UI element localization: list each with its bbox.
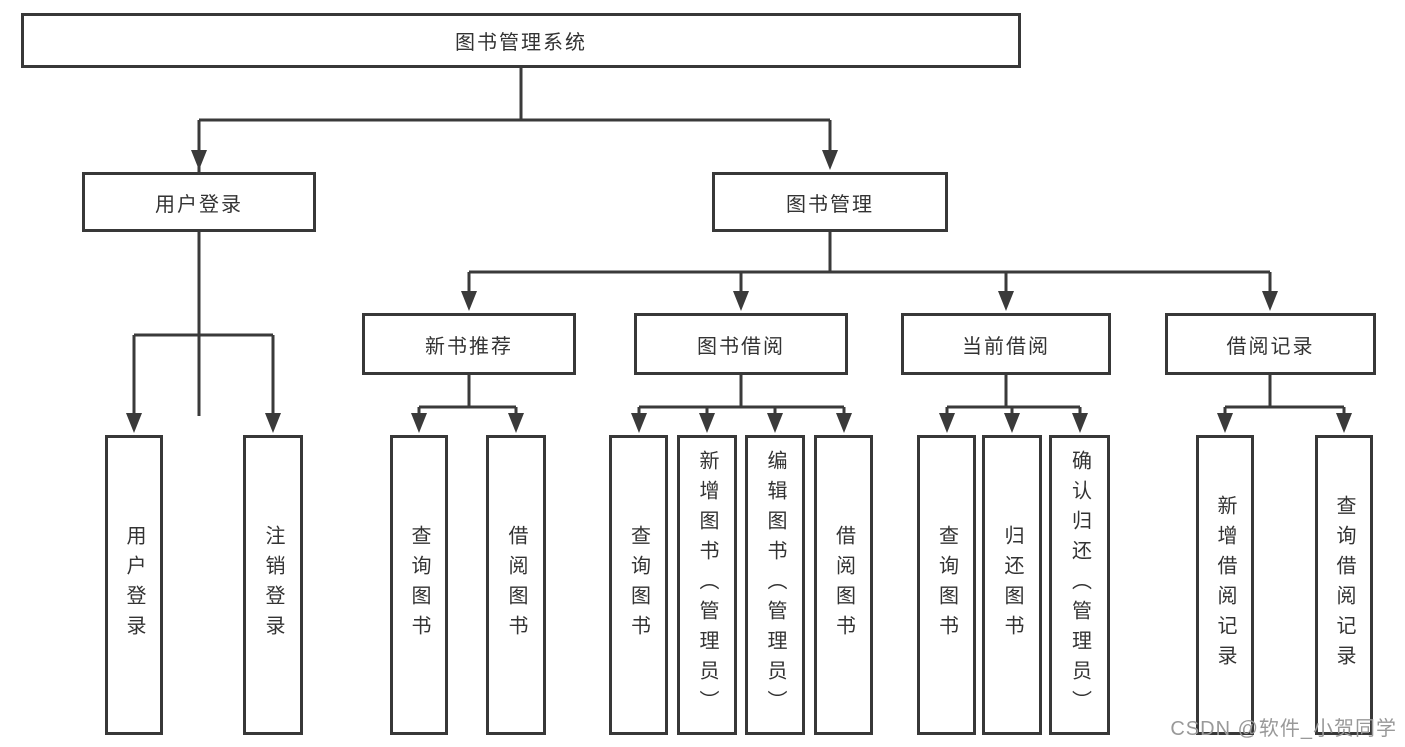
leaf-label: 归还图书: [1001, 525, 1023, 645]
node-leaf-add-borrow-record: 新增借阅记录: [1196, 435, 1254, 735]
csdn-watermark: CSDN @软件_小贺同学: [1170, 718, 1397, 740]
node-leaf-query-books-1: 查询图书: [390, 435, 448, 735]
node-leaf-query-books-3: 查询图书: [917, 435, 976, 735]
leaf-label: 新增图书（管理员）: [696, 450, 718, 720]
node-leaf-return-books: 归还图书: [982, 435, 1042, 735]
leaf-label: 查询图书: [627, 525, 650, 645]
node-book-borrowing: 图书借阅: [634, 313, 848, 375]
leaf-label: 新增借阅记录: [1214, 495, 1236, 675]
arrowheads: [126, 150, 1352, 433]
node-book-management: 图书管理: [712, 172, 948, 232]
node-leaf-query-books-2: 查询图书: [609, 435, 668, 735]
node-leaf-logout: 注销登录: [243, 435, 303, 735]
leaf-label: 查询图书: [935, 525, 958, 645]
node-leaf-confirm-return-admin: 确认归还（管理员）: [1049, 435, 1110, 735]
node-leaf-borrow-books-1: 借阅图书: [486, 435, 546, 735]
node-leaf-user-login: 用户登录: [105, 435, 163, 735]
leaf-label: 借阅图书: [832, 525, 855, 645]
leaf-label: 用户登录: [123, 525, 145, 645]
node-borrowing-records: 借阅记录: [1165, 313, 1376, 375]
node-leaf-edit-books-admin: 编辑图书（管理员）: [745, 435, 805, 735]
node-root: 图书管理系统: [21, 13, 1021, 68]
leaf-label: 确认归还（管理员）: [1068, 450, 1091, 720]
node-leaf-borrow-books-2: 借阅图书: [814, 435, 873, 735]
leaf-label: 编辑图书（管理员）: [764, 450, 786, 720]
node-new-book-recommend: 新书推荐: [362, 313, 576, 375]
node-user-login: 用户登录: [82, 172, 316, 232]
node-leaf-query-borrow-record: 查询借阅记录: [1315, 435, 1373, 735]
leaf-label: 查询借阅记录: [1333, 495, 1355, 675]
node-leaf-add-books-admin: 新增图书（管理员）: [677, 435, 737, 735]
leaf-label: 借阅图书: [505, 525, 527, 645]
leaf-label: 注销登录: [262, 525, 284, 645]
leaf-label: 查询图书: [408, 525, 430, 645]
node-current-borrowing: 当前借阅: [901, 313, 1111, 375]
